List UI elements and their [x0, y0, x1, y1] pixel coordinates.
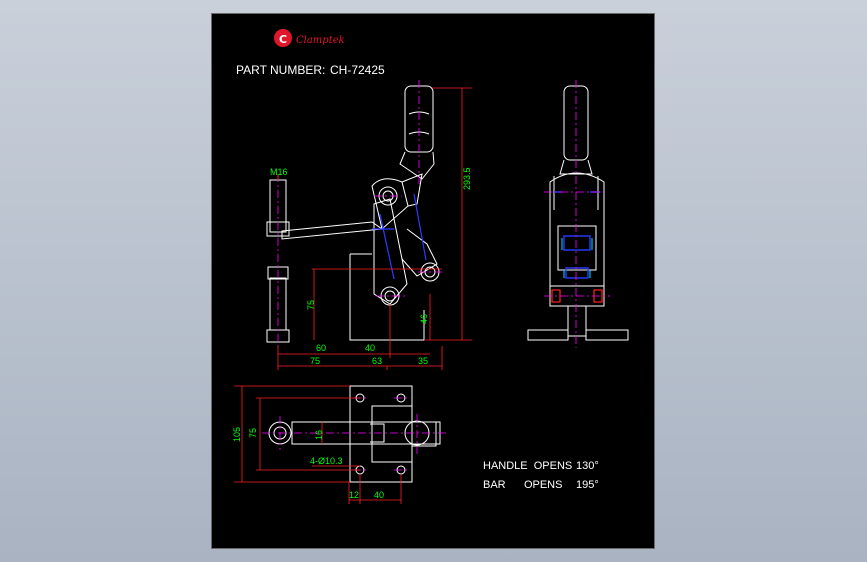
- side-view-hidden-lines: [372, 193, 427, 280]
- plan-view: [268, 385, 441, 483]
- dim-35: 35: [418, 356, 428, 366]
- dim-40-plan: 40: [374, 490, 384, 500]
- dim-75-plan: 75: [248, 428, 258, 438]
- plan-view-dimension-text: 105 75 16 4-Ø10.3 12 40: [232, 427, 384, 500]
- handle-opens-value: 130°: [576, 460, 599, 472]
- dim-75-bottom: 75: [310, 356, 320, 366]
- dim-40-top: 40: [365, 343, 375, 353]
- handle-opens-label: HANDLE OPENS: [483, 460, 572, 472]
- front-view-accent-lines: [561, 238, 593, 278]
- dim-12: 12: [349, 490, 359, 500]
- technical-drawing: C Clamptek PART NUMBER: CH-72425: [232, 29, 629, 504]
- drawing-sheet: C Clamptek PART NUMBER: CH-72425: [211, 13, 655, 549]
- brand-logo: C Clamptek: [274, 29, 345, 47]
- dim-thread-m16: M16: [270, 167, 288, 177]
- front-view-hidden-lines: [554, 191, 600, 279]
- bar-opens-label: BAR OPENS: [483, 479, 562, 491]
- dim-63: 63: [372, 356, 382, 366]
- dim-105: 105: [232, 427, 242, 442]
- side-view: [266, 85, 440, 343]
- plan-view-centerlines: [262, 397, 448, 471]
- dim-16: 16: [314, 430, 324, 440]
- dim-height-293-5: 293.5: [462, 167, 472, 190]
- side-view-dimension-lines: [277, 87, 472, 370]
- part-number-label: PART NUMBER:: [236, 63, 325, 77]
- front-view: [527, 85, 629, 341]
- opening-specs: HANDLE OPENS 130° BAR OPENS 195°: [483, 460, 599, 491]
- dim-75-vertical: 75: [306, 300, 316, 310]
- logo-mark-letter: C: [279, 33, 287, 46]
- logo-text: Clamptek: [296, 35, 345, 46]
- bar-opens-value: 195°: [576, 479, 599, 491]
- dim-60: 60: [316, 343, 326, 353]
- dim-holes: 4-Ø10.3: [310, 456, 343, 466]
- part-number-value: CH-72425: [330, 63, 385, 77]
- front-view-centerlines: [544, 80, 610, 348]
- side-view-dimension-text: M16 293.5 75 46 60 40 75 63 35: [270, 167, 472, 366]
- side-view-centerlines: [277, 80, 444, 346]
- plan-view-dimension-lines: [234, 385, 402, 504]
- dim-46: 46: [419, 314, 429, 324]
- logo-mark-icon: [274, 29, 292, 47]
